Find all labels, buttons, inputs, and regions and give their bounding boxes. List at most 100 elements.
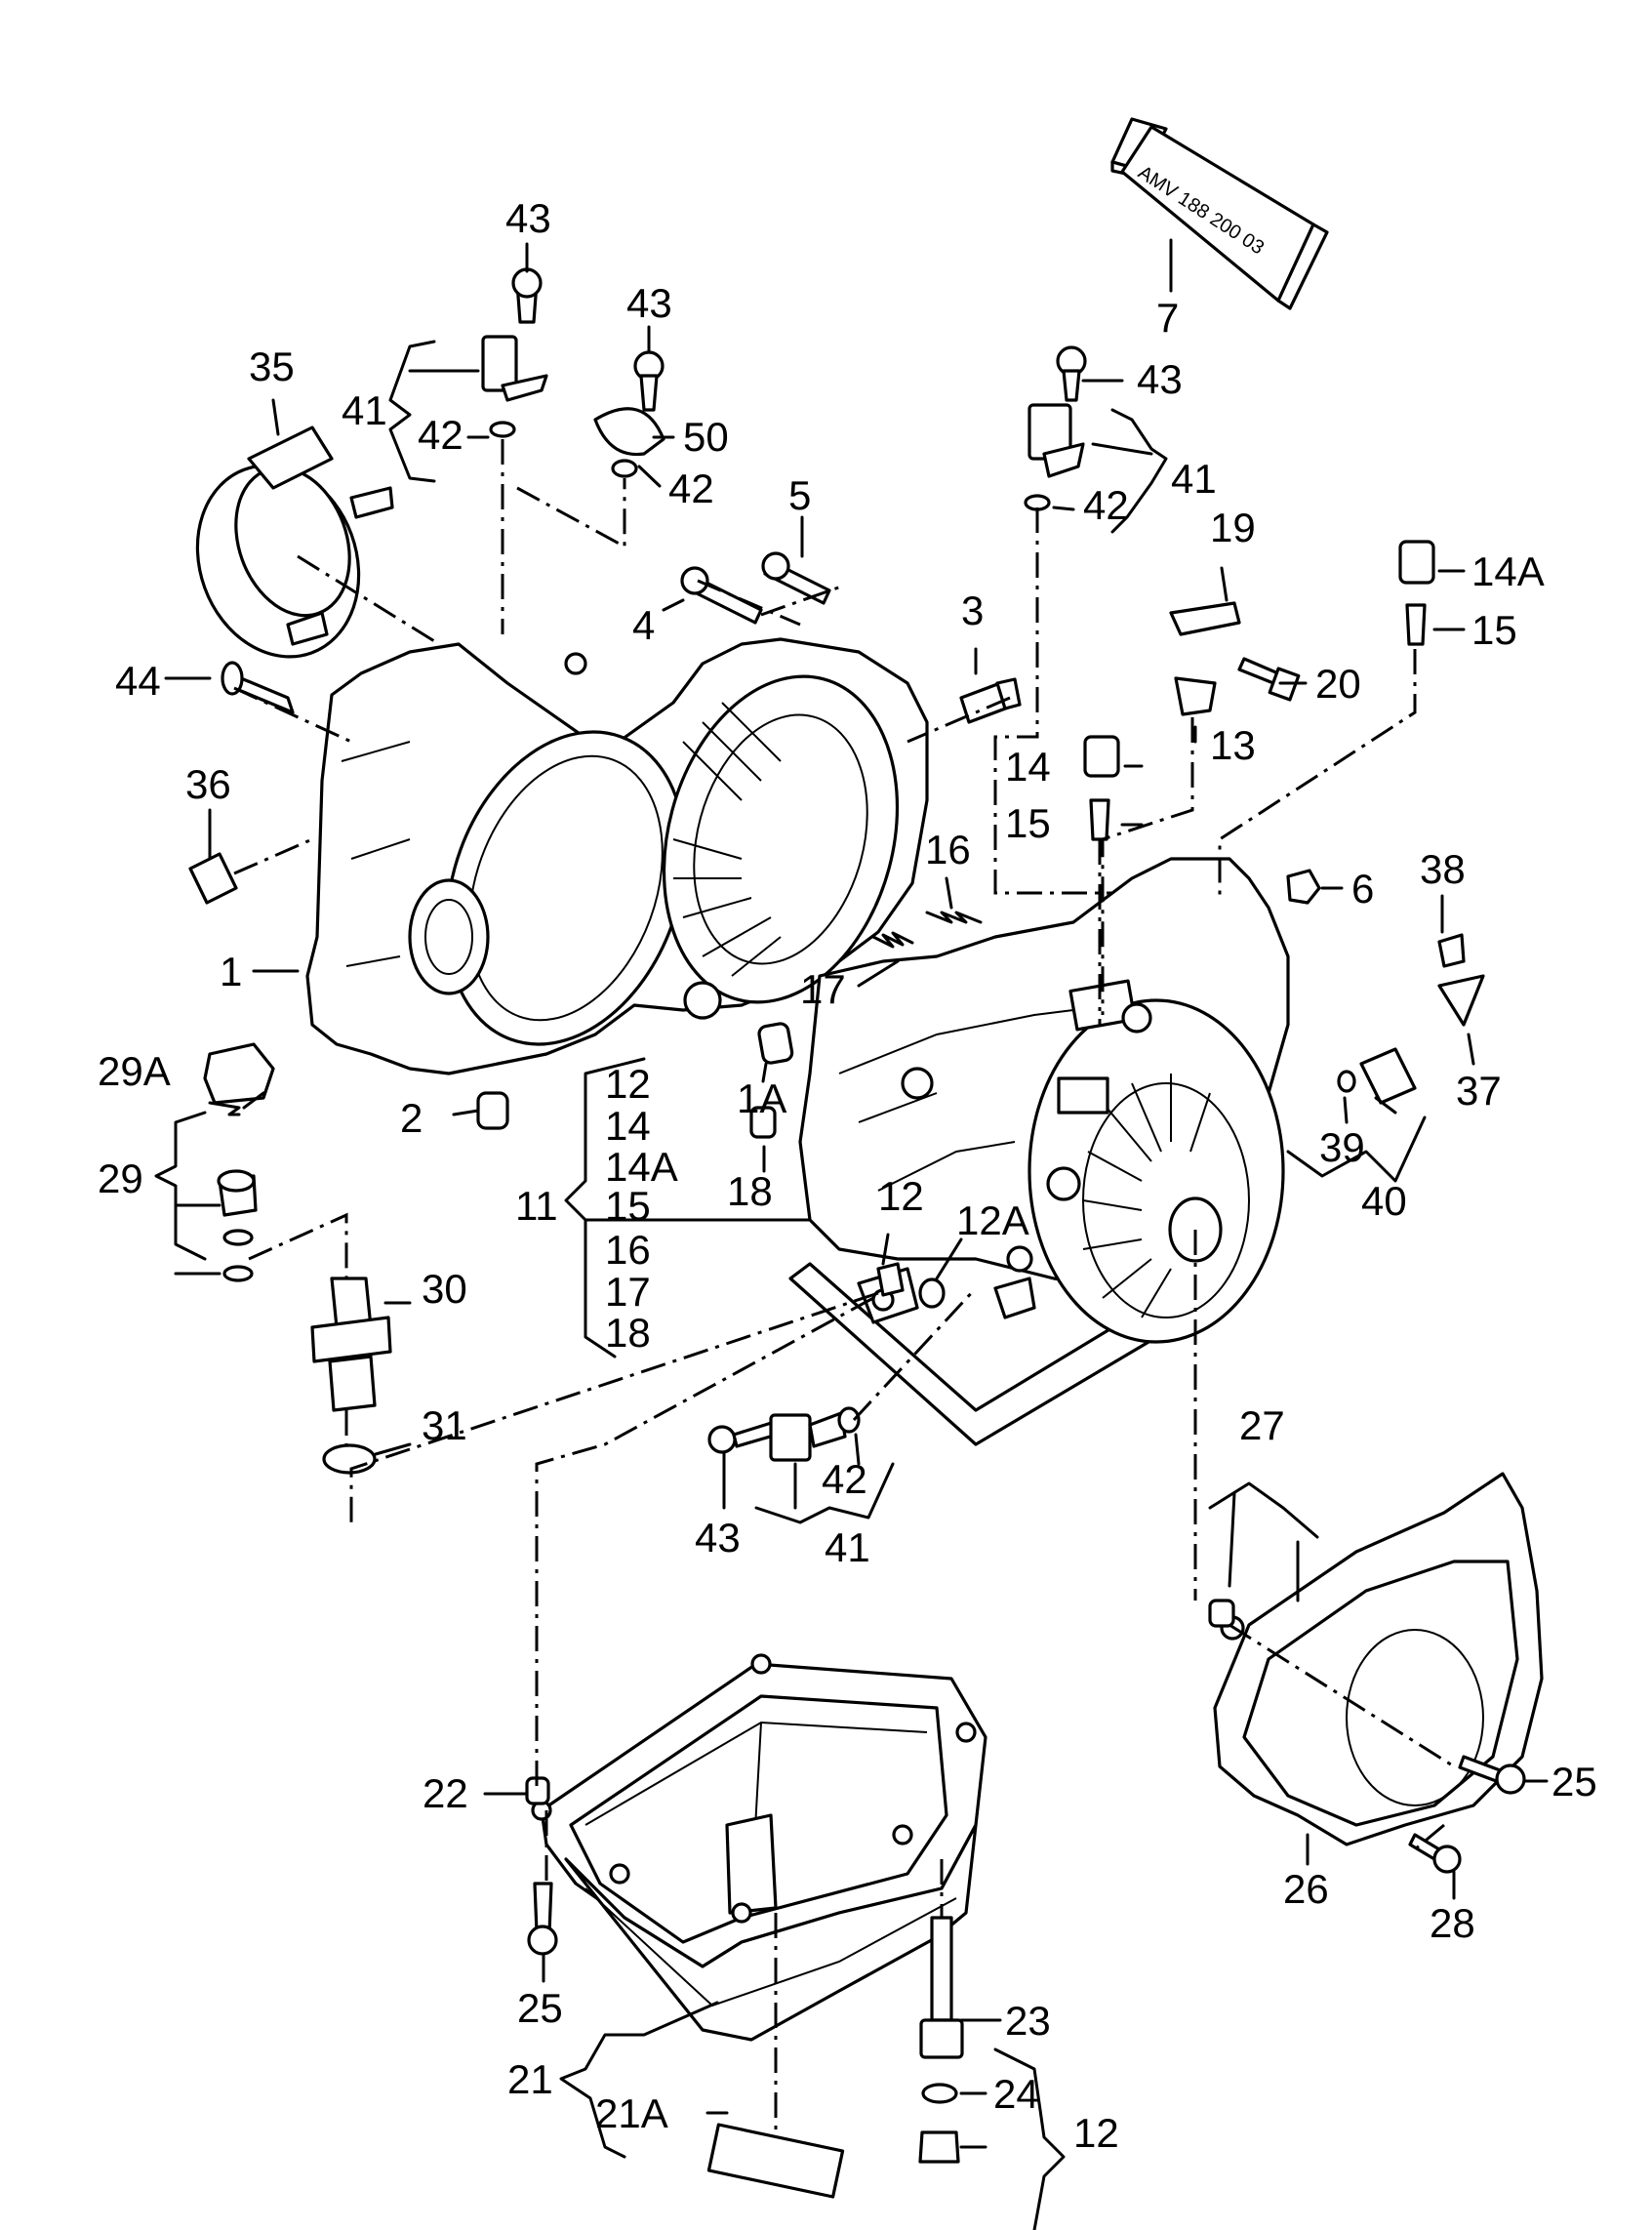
label-36: 36: [185, 761, 231, 807]
plug-12-bottom: [918, 2130, 960, 2164]
guide-sleeve: [195, 426, 394, 659]
label-25-right: 25: [1551, 1759, 1597, 1804]
pipe-23-base: [919, 2018, 964, 2059]
label-12-list: 12: [605, 1061, 651, 1107]
label-19: 19: [1210, 505, 1256, 550]
overflow-pipe-30: [310, 1277, 392, 1412]
label-14-mid: 14: [1005, 744, 1051, 790]
label-12-side: 12: [878, 1173, 924, 1219]
label-43-mid: 43: [626, 280, 672, 326]
label-18: 18: [727, 1168, 773, 1214]
plug-12: [876, 1262, 905, 1297]
ring-31: [322, 1443, 377, 1475]
speed-sensor-left: [481, 267, 548, 438]
pin-27: [1208, 1599, 1235, 1628]
cap-14: [1083, 735, 1120, 778]
label-14a-top: 14A: [1471, 548, 1545, 594]
label-28: 28: [1430, 1900, 1475, 1946]
label-41-right: 41: [1171, 456, 1217, 502]
label-42-bottom: 42: [822, 1456, 867, 1502]
label-21: 21: [507, 2056, 553, 2102]
ring-12a: [918, 1277, 946, 1309]
label-38: 38: [1420, 846, 1466, 892]
bushing-1a: [757, 1022, 794, 1065]
label-43-right: 43: [1137, 356, 1183, 402]
label-1: 1: [220, 949, 242, 994]
cap-29a: [203, 1042, 275, 1105]
label-15-mid: 15: [1005, 800, 1051, 846]
pin-15: [1089, 798, 1110, 841]
label-31: 31: [422, 1402, 467, 1448]
label-1a: 1A: [737, 1075, 786, 1121]
label-6: 6: [1351, 866, 1374, 912]
label-29: 29: [98, 1156, 143, 1201]
assembly-lines: [233, 439, 1455, 2137]
label-11: 11: [515, 1183, 558, 1229]
bolts: [680, 551, 831, 625]
label-40: 40: [1361, 1178, 1407, 1224]
ring-24: [921, 2083, 958, 2104]
bolt-and-clip: [593, 350, 665, 478]
pin-15-top: [1405, 603, 1427, 646]
label-16-list: 16: [605, 1227, 651, 1273]
label-15-list: 15: [605, 1183, 651, 1229]
label-25-left: 25: [517, 1985, 563, 2031]
label-16: 16: [925, 827, 971, 872]
label-14-list: 14: [605, 1103, 651, 1149]
label-35: 35: [249, 344, 295, 389]
speed-sensor-bottom: [707, 1406, 861, 1462]
label-42-right: 42: [1083, 482, 1129, 528]
label-39: 39: [1319, 1124, 1365, 1170]
label-50: 50: [683, 414, 729, 460]
label-24: 24: [993, 2071, 1039, 2117]
label-30: 30: [422, 1266, 467, 1312]
label-17-list: 17: [605, 1269, 651, 1315]
label-18-list: 18: [605, 1310, 651, 1356]
label-42-mid: 42: [668, 466, 714, 511]
label-17: 17: [800, 966, 846, 1012]
label-15-top: 15: [1471, 607, 1517, 653]
switch-40: [1359, 1047, 1417, 1105]
strainer-pad: [706, 2123, 845, 2199]
oil-pan: [531, 1653, 987, 2042]
label-7: 7: [1156, 295, 1179, 341]
label-23: 23: [1005, 1998, 1051, 2044]
label-27: 27: [1239, 1402, 1285, 1448]
label-12-bottom: 12: [1073, 2110, 1119, 2156]
guide-pin: [221, 661, 295, 714]
label-13: 13: [1210, 722, 1256, 768]
bracket-19: [1169, 601, 1241, 636]
label-26: 26: [1283, 1866, 1329, 1912]
cap-14a: [1398, 540, 1435, 585]
clip: [188, 852, 238, 905]
label-29a: 29A: [98, 1048, 171, 1094]
bolt-20: [1237, 657, 1280, 685]
label-2: 2: [400, 1095, 423, 1141]
spring-16: [925, 911, 983, 924]
sealant-tube: AMV 188 200 03: [1110, 117, 1329, 310]
label-14a-list: 14A: [605, 1144, 678, 1190]
label-21a: 21A: [595, 2090, 668, 2136]
screw-38: [1437, 933, 1466, 968]
label-12a: 12A: [956, 1197, 1029, 1243]
label-20: 20: [1315, 661, 1361, 707]
gearbox-housing: [788, 857, 1290, 1446]
part-labels: 43 43 43 7 35 41 42 50 42 42 41 5 4 3 19…: [98, 195, 1597, 2156]
label-41-bottom: 41: [825, 1524, 870, 1570]
bell-housing: [305, 637, 929, 1075]
bushing-2: [476, 1091, 509, 1130]
label-43-bottom: 43: [695, 1515, 741, 1561]
screw-plug: [959, 677, 1022, 724]
label-42-left: 42: [418, 412, 463, 458]
label-43-left: 43: [505, 195, 551, 241]
label-3: 3: [961, 588, 984, 633]
clip-37: [1437, 974, 1485, 1027]
pipe-23: [930, 1916, 953, 2022]
leader-lines: [154, 242, 1549, 2230]
nut-6: [1286, 869, 1321, 905]
label-37: 37: [1456, 1068, 1502, 1114]
label-5: 5: [788, 472, 811, 518]
label-44: 44: [115, 658, 161, 704]
plug-29: [217, 1169, 258, 1282]
